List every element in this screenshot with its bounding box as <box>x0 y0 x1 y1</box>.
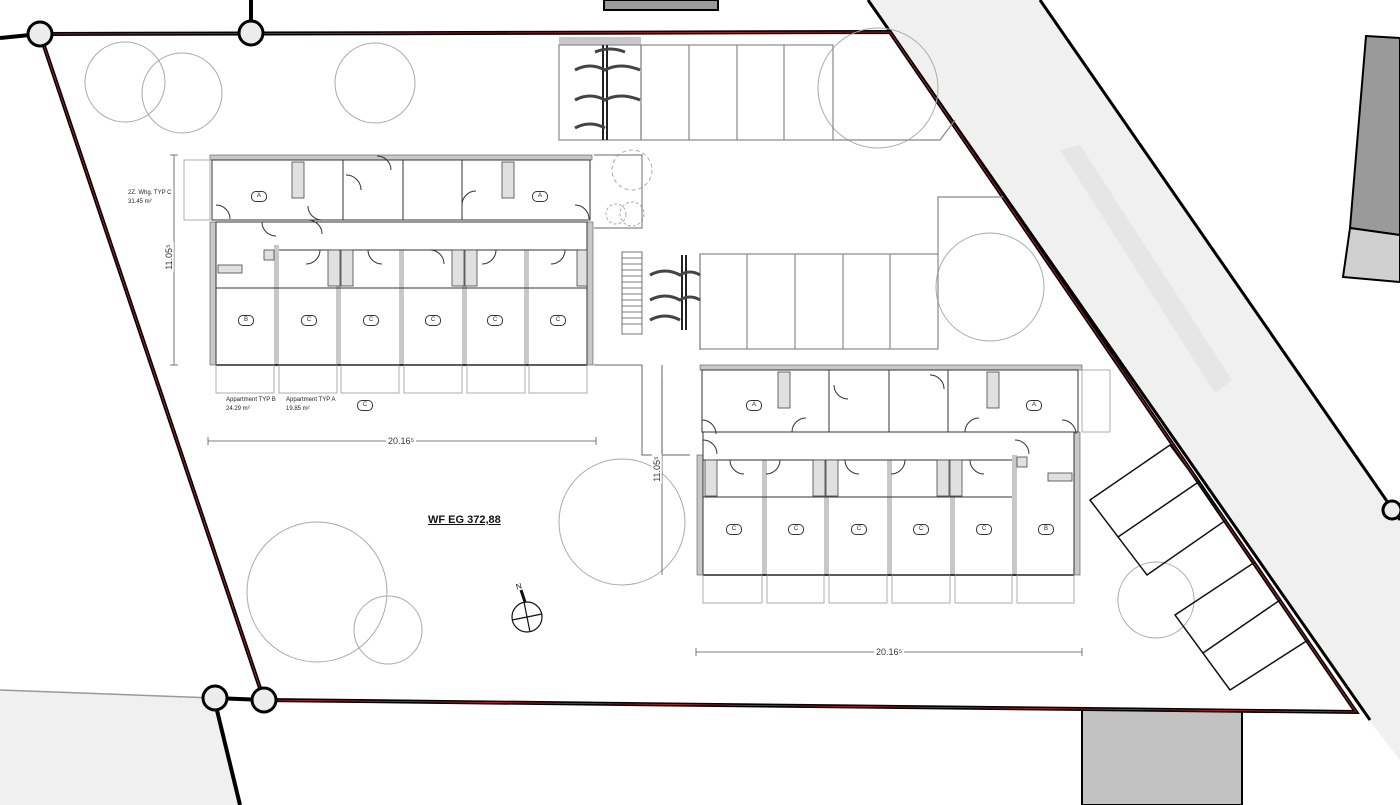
unit-tag: C <box>913 524 929 535</box>
neighbor-building-east <box>1348 34 1400 237</box>
stairs <box>621 251 643 335</box>
dimension-depth-west: 11.05⁵ <box>163 242 174 272</box>
bike-rack-middle <box>649 255 701 330</box>
bike-rack-north <box>574 45 641 140</box>
building-west <box>183 154 594 394</box>
building-east <box>696 364 1111 604</box>
unit-tag: C <box>726 524 742 535</box>
unit-tag: C <box>487 315 503 326</box>
unit-note-label: 2Z. Whg. TYP C <box>128 190 172 196</box>
parking-middle <box>699 196 1003 350</box>
unit-tag: B <box>238 315 254 326</box>
legend-type-a-area: 19.85 m² <box>286 406 310 412</box>
unit-note-area: 31.45 m² <box>128 199 152 205</box>
neighbor-building-east-annex <box>1341 226 1400 284</box>
legend-type-a-label: Appartment TYP A <box>286 397 336 403</box>
unit-tag: C <box>363 315 379 326</box>
unit-tag: C <box>976 524 992 535</box>
legend-unit-tag: C <box>357 400 373 411</box>
legend-type-b-label: Appartment TYP B <box>226 397 276 403</box>
unit-tag: C <box>550 315 566 326</box>
north-arrow-icon <box>511 589 543 633</box>
parking-north <box>558 37 956 229</box>
dimension-width-east: 20.16⁵ <box>874 647 905 657</box>
unit-tag: A <box>532 191 548 202</box>
legend-type-b-area: 24.29 m² <box>226 406 250 412</box>
unit-tag: C <box>851 524 867 535</box>
unit-tag: C <box>301 315 317 326</box>
dimension-depth-east: 11.05⁵ <box>651 454 662 484</box>
parking-southeast <box>1088 443 1310 692</box>
unit-tag: A <box>746 400 762 411</box>
neighbor-building-top <box>603 0 719 11</box>
neighbor-building-bottom <box>1081 709 1243 805</box>
unit-tag: A <box>1026 400 1042 411</box>
dimension-width-west: 20.16⁵ <box>386 436 417 446</box>
unit-tag: C <box>425 315 441 326</box>
plan-title: WF EG 372,88 <box>428 514 501 526</box>
road-strip <box>1060 145 1232 393</box>
boundary-markers <box>26 19 1400 714</box>
trees <box>84 27 1195 665</box>
unit-tag: B <box>1038 524 1054 535</box>
unit-tag: A <box>251 191 267 202</box>
neighbor-parcel-southwest <box>0 690 240 805</box>
unit-tag: C <box>788 524 804 535</box>
